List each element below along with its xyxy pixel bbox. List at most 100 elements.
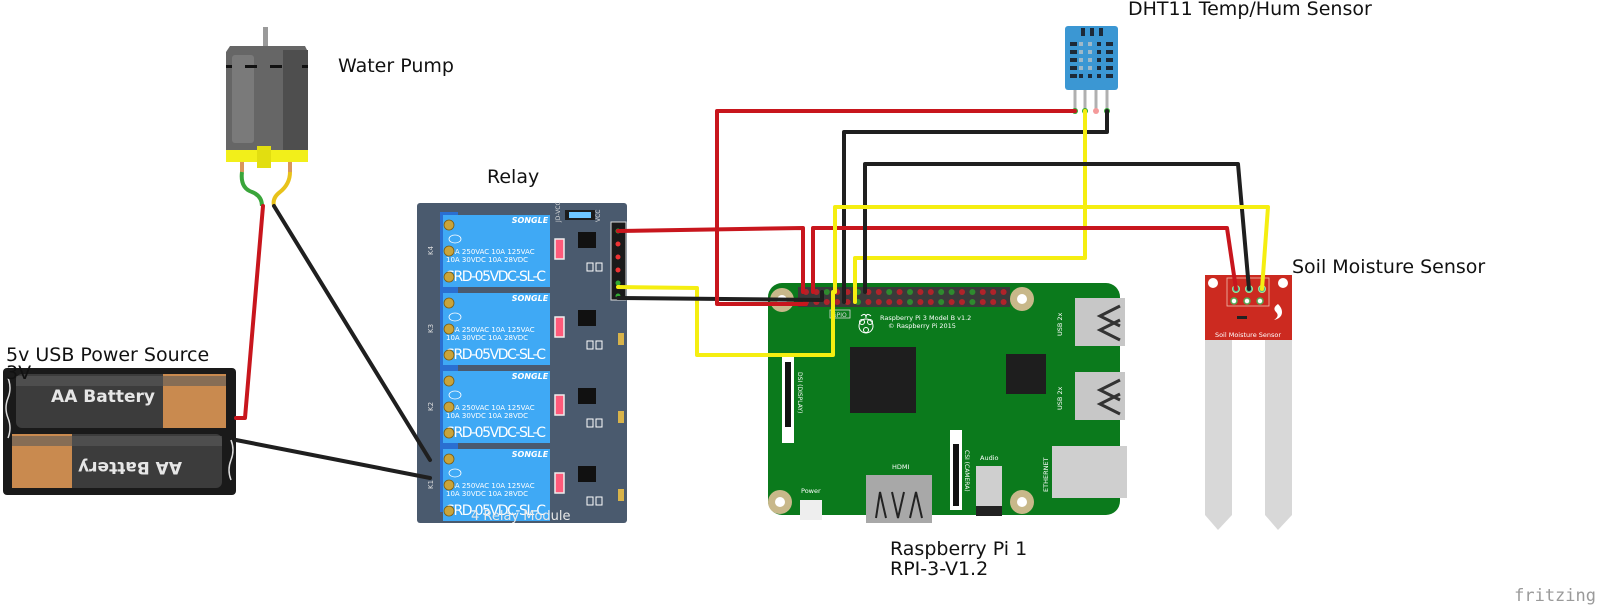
dht11-vent bbox=[1070, 66, 1077, 70]
relay-model: SRD-05VDC-SL-C bbox=[446, 347, 546, 363]
gpio-pin[interactable] bbox=[927, 299, 934, 305]
soil-sensor-pad bbox=[1243, 297, 1251, 305]
terminal-screw[interactable] bbox=[443, 323, 455, 335]
gpio-pin[interactable] bbox=[907, 299, 913, 305]
gpio-pin[interactable] bbox=[875, 289, 882, 295]
wire-relay-gnd-black[interactable] bbox=[616, 290, 824, 302]
gpio-pin[interactable] bbox=[896, 289, 903, 295]
gpio-pin[interactable] bbox=[1000, 289, 1007, 295]
pi-audio-jack-ring bbox=[976, 506, 1002, 516]
gpio-pin[interactable] bbox=[823, 289, 830, 295]
terminal-screw[interactable] bbox=[443, 505, 455, 517]
wire-soil-gnd-black[interactable] bbox=[863, 162, 1251, 294]
pi-ethernet-port[interactable] bbox=[1052, 446, 1127, 498]
gpio-pin[interactable] bbox=[969, 289, 976, 295]
gpio-pin[interactable] bbox=[979, 299, 986, 305]
gpio-pin[interactable] bbox=[844, 289, 851, 295]
gpio-pin[interactable] bbox=[917, 289, 924, 295]
terminal-screw[interactable] bbox=[443, 427, 455, 439]
relay-channel-label: K3 bbox=[427, 324, 435, 333]
raspberry-logo-icon bbox=[858, 313, 874, 334]
gpio-pin[interactable] bbox=[938, 299, 945, 305]
gpio-pin[interactable] bbox=[990, 289, 997, 295]
pi-gpio-header bbox=[798, 287, 1010, 307]
raspberry-pi-model-label: RPI-3-V1.2 bbox=[890, 558, 989, 580]
water-pump-label: Water Pump bbox=[338, 55, 454, 77]
power-source-label: 5v USB Power Source bbox=[6, 344, 210, 366]
dht11-vent bbox=[1088, 66, 1092, 70]
wire-dht11-vcc-red[interactable] bbox=[715, 109, 1077, 306]
wire-pump-to-relay-black[interactable] bbox=[272, 204, 432, 462]
gpio-pin[interactable] bbox=[865, 299, 872, 305]
dht11-pin bbox=[1083, 90, 1087, 110]
relay-model: SRD-05VDC-SL-C bbox=[446, 503, 546, 519]
pi-power-port[interactable] bbox=[800, 500, 822, 520]
gpio-pin[interactable] bbox=[959, 289, 965, 295]
header-pin-in3[interactable] bbox=[615, 254, 621, 260]
relay-body bbox=[443, 449, 550, 521]
gpio-pin[interactable] bbox=[948, 289, 955, 295]
terminal-screw[interactable] bbox=[443, 453, 455, 465]
gpio-pin[interactable] bbox=[969, 299, 976, 305]
gpio-pin[interactable] bbox=[917, 299, 924, 305]
wire-soil-signal-yellow[interactable] bbox=[833, 205, 1270, 294]
wire-battery-to-pump-red[interactable] bbox=[234, 204, 265, 420]
relay-led bbox=[554, 394, 565, 416]
gpio-pin[interactable] bbox=[844, 299, 851, 305]
gpio-pin[interactable] bbox=[1000, 299, 1007, 305]
terminal-screw[interactable] bbox=[443, 479, 455, 491]
smd-resistor bbox=[595, 418, 603, 428]
terminal-screw[interactable] bbox=[443, 245, 455, 257]
terminal-screw[interactable] bbox=[443, 297, 455, 309]
gpio-pin[interactable] bbox=[948, 299, 955, 305]
gpio-pin[interactable] bbox=[896, 299, 903, 305]
gpio-pin[interactable] bbox=[979, 289, 986, 295]
pump-shaft bbox=[263, 27, 268, 49]
gpio-pin[interactable] bbox=[938, 289, 945, 295]
terminal-screw[interactable] bbox=[443, 375, 455, 387]
gpio-pin[interactable] bbox=[875, 299, 882, 305]
header-pin-in1[interactable] bbox=[615, 280, 621, 286]
pi-pcb bbox=[768, 283, 1120, 515]
relay-rating-line2: 10A 30VDC 10A 28VDC bbox=[446, 334, 528, 342]
wire-dht11-gnd-black[interactable] bbox=[842, 109, 1109, 304]
terminal-screw[interactable] bbox=[443, 401, 455, 413]
dht11-vent bbox=[1097, 50, 1101, 54]
gpio-pin[interactable] bbox=[927, 289, 934, 295]
terminal-screw[interactable] bbox=[443, 349, 455, 361]
relay-model: SRD-05VDC-SL-C bbox=[446, 269, 546, 285]
relay-brand: SONGLE bbox=[512, 450, 549, 459]
terminal-screw[interactable] bbox=[443, 219, 455, 231]
dht11-vent bbox=[1088, 58, 1092, 62]
dht11-pin bbox=[1105, 90, 1109, 110]
wire-relay-vcc-red[interactable] bbox=[616, 226, 805, 294]
header-pin-in2[interactable] bbox=[615, 267, 621, 273]
relay-body bbox=[443, 215, 550, 287]
smd-resistor bbox=[595, 496, 603, 506]
pi-hdmi-label: HDMI bbox=[892, 463, 910, 471]
dht11-pin-end[interactable] bbox=[1093, 108, 1099, 114]
terminal-screw[interactable] bbox=[443, 271, 455, 283]
relay-brand: SONGLE bbox=[512, 294, 549, 303]
gpio-pin[interactable] bbox=[990, 299, 997, 305]
pump-terminal-pos bbox=[288, 162, 292, 172]
wire-relay-in1-yellow[interactable] bbox=[616, 285, 835, 357]
gpio-pin[interactable] bbox=[959, 299, 965, 305]
gpio-pin[interactable] bbox=[834, 299, 841, 305]
wire-dht11-data-yellow[interactable] bbox=[853, 109, 1087, 304]
wires bbox=[234, 109, 1270, 480]
wire-battery-to-relay-black[interactable] bbox=[234, 438, 432, 480]
header-pin-in4[interactable] bbox=[615, 241, 621, 247]
gpio-pin[interactable] bbox=[907, 289, 913, 295]
wire-soil-vcc-red[interactable] bbox=[811, 226, 1238, 294]
pi-usb-label-1: USB 2x bbox=[1056, 312, 1064, 336]
dht11-vent bbox=[1079, 58, 1083, 62]
gpio-pin[interactable] bbox=[886, 299, 893, 305]
gpio-pin[interactable] bbox=[886, 289, 893, 295]
pi-ethernet-label: ETHERNET bbox=[1042, 457, 1050, 492]
gpio-pin[interactable] bbox=[823, 299, 830, 305]
relay-led bbox=[554, 238, 565, 260]
relay-body bbox=[443, 293, 550, 365]
pump-mount bbox=[257, 146, 271, 168]
